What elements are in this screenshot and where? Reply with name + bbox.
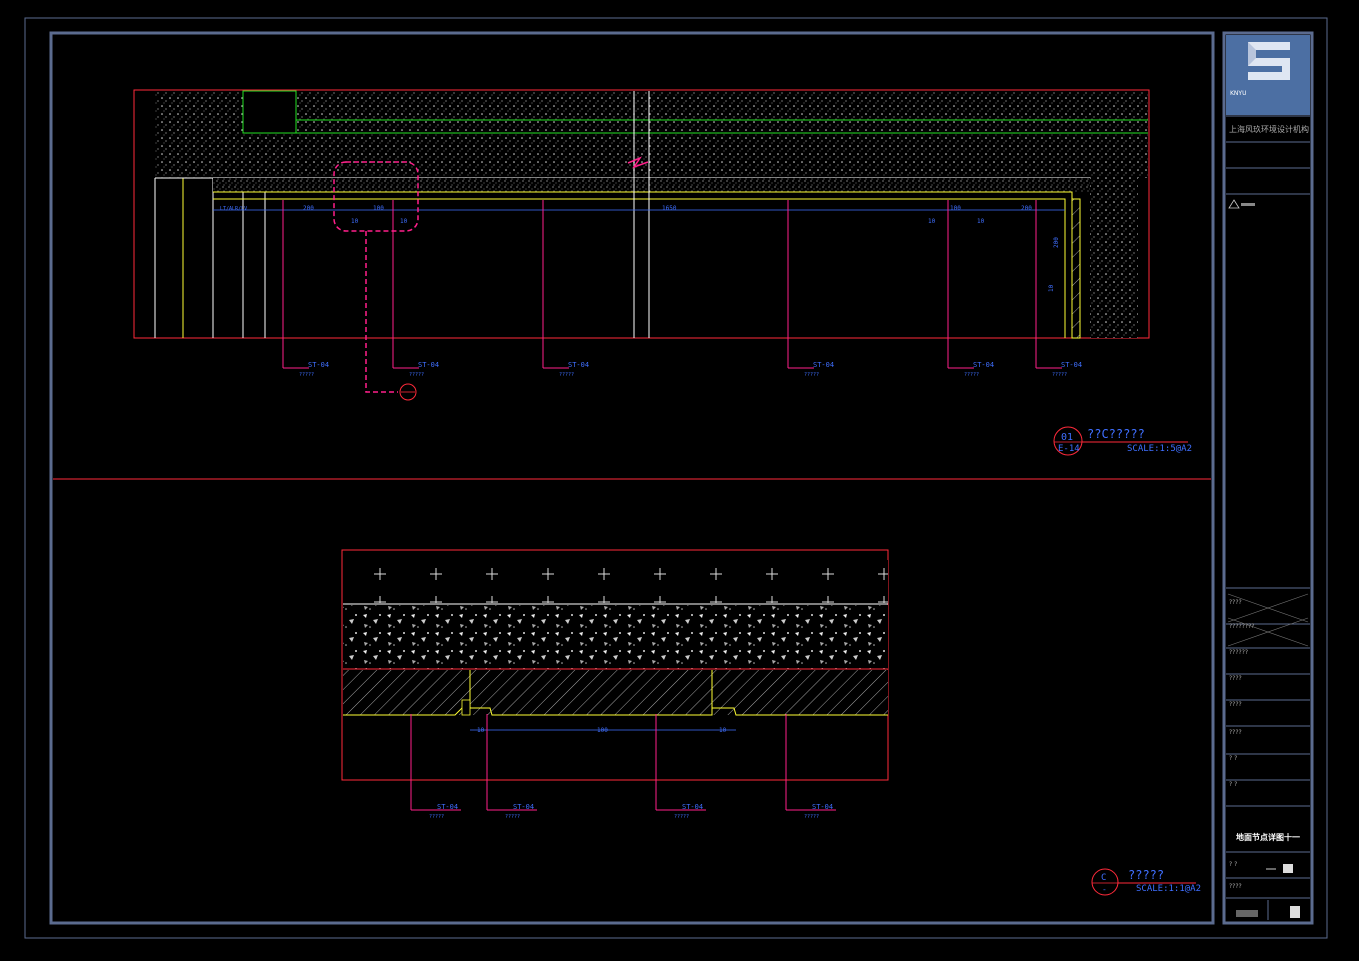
top-callout-sub: ????? bbox=[559, 372, 574, 378]
detail-top: LT/ALR/LV 10 100 10 1650 10 100 10 200 2… bbox=[133, 89, 1192, 456]
dim-10-c: 10 bbox=[928, 218, 936, 225]
top-badge-sheet: E-14 bbox=[1058, 444, 1080, 454]
company-name: 上海风玖环境设计机构 bbox=[1229, 124, 1309, 134]
top-callout-sub: ????? bbox=[804, 372, 819, 378]
bottom-callout-code: ST-04 bbox=[812, 803, 833, 811]
yellow-right-strip bbox=[1071, 198, 1081, 339]
bottom-callout-sub: ????? bbox=[674, 814, 689, 820]
bottom-title-badge bbox=[1091, 868, 1119, 896]
title-block-row-label: ?????? bbox=[1229, 649, 1248, 656]
bottom-dim-100: 100 bbox=[597, 727, 608, 734]
mortar-layer bbox=[213, 178, 1090, 192]
sheet-inner-frame bbox=[49, 31, 1215, 925]
dim-10-d: 10 bbox=[977, 218, 985, 225]
dim-200-vert: 200 bbox=[1053, 237, 1060, 248]
detail-callout-marker bbox=[399, 383, 417, 401]
detail-bottom: 10 100 10 ST-04?????ST-04?????ST-04?????… bbox=[341, 549, 1201, 896]
dim-10-a: 10 bbox=[351, 218, 359, 225]
top-callout-code: ST-04 bbox=[1061, 361, 1082, 369]
title-block-row-cross bbox=[1227, 593, 1309, 623]
top-callout-labels: ST-04????? ST-04????? ST-04????? ST-04?????… bbox=[299, 361, 1082, 378]
bottom-dim-10-a: 10 bbox=[477, 727, 485, 734]
title-block-row-label: ???? bbox=[1229, 599, 1242, 606]
title-block-row-label: ? ? bbox=[1229, 755, 1237, 762]
bottom-callout-labels: ST-04????? ST-04????? ST-04????? ST-04????? bbox=[429, 803, 833, 820]
bottom-badge-sheet: - bbox=[1102, 885, 1107, 894]
company-logo-icon bbox=[1248, 42, 1290, 80]
top-callout-code: ST-04 bbox=[418, 361, 439, 369]
dim-200-a: 200 bbox=[303, 205, 314, 212]
logo-text: KNYU bbox=[1230, 90, 1246, 97]
stone-hatch-layer bbox=[343, 670, 888, 715]
insulation-layer bbox=[343, 560, 888, 603]
dim-10-vert: 10 bbox=[1048, 284, 1055, 292]
bottom-badge-number: C bbox=[1101, 873, 1106, 883]
top-callout-sub: ????? bbox=[299, 372, 314, 378]
bottom-leaders bbox=[410, 714, 836, 811]
bottom-callout-code: ST-04 bbox=[437, 803, 458, 811]
title-block-row-label: ???? bbox=[1229, 701, 1242, 708]
top-callout-code: ST-04 bbox=[813, 361, 834, 369]
footer-page-box bbox=[1290, 906, 1300, 918]
groove-left bbox=[461, 699, 471, 716]
dim-100-b: 100 bbox=[950, 205, 961, 212]
bottom-callout-sub: ????? bbox=[505, 814, 520, 820]
revision-mark bbox=[1241, 203, 1255, 206]
title-block-row-label: ???? bbox=[1229, 729, 1242, 736]
sheet-outer-frame bbox=[24, 17, 1328, 939]
bottom-detail-scale: SCALE:1:1@A2 bbox=[1136, 884, 1201, 894]
top-callout-code: ST-04 bbox=[973, 361, 994, 369]
dim-200-b: 200 bbox=[1021, 205, 1032, 212]
concrete-fill-top bbox=[155, 91, 1148, 178]
bottom-dim-10-b: 10 bbox=[719, 727, 727, 734]
detail-callout-leader bbox=[365, 231, 398, 393]
top-callout-sub: ????? bbox=[409, 372, 424, 378]
yellow-stone-line bbox=[213, 191, 1073, 338]
top-callout-code: ST-04 bbox=[308, 361, 329, 369]
top-title-badge bbox=[1053, 426, 1083, 456]
title-block-row-label: ???????? bbox=[1229, 623, 1254, 630]
sheet-number-label: ? ? bbox=[1229, 861, 1237, 868]
dim-1650: 1650 bbox=[662, 205, 677, 212]
sheet-number-box bbox=[1283, 864, 1293, 873]
title-block: KNYU 上海风玖环境设计机构 ????????????????????????… bbox=[1222, 31, 1314, 925]
title-block-row-cross bbox=[1227, 617, 1309, 647]
title-block-frame bbox=[1222, 31, 1314, 925]
top-callout-code: ST-04 bbox=[568, 361, 589, 369]
top-badge-number: 01 bbox=[1061, 432, 1073, 443]
left-edge-label: LT/ALR/LV bbox=[220, 206, 247, 212]
break-symbol bbox=[627, 156, 649, 169]
top-callout-sub: ????? bbox=[964, 372, 979, 378]
dim-10-b: 10 bbox=[400, 218, 408, 225]
yellow-stone-line-2 bbox=[213, 198, 1066, 338]
revision-triangle-icon bbox=[1228, 199, 1240, 209]
bottom-callout-code: ST-04 bbox=[513, 803, 534, 811]
drawing-name: 地面节点详图十一 bbox=[1236, 832, 1300, 842]
title-block-row-label: ???? bbox=[1229, 675, 1242, 682]
concrete-layer bbox=[343, 605, 888, 669]
detail-callout-box bbox=[333, 161, 419, 232]
bottom-callout-code: ST-04 bbox=[682, 803, 703, 811]
top-callout-sub: ????? bbox=[1052, 372, 1067, 378]
bottom-detail-title: ????? bbox=[1128, 868, 1164, 882]
concrete-fill-right bbox=[1090, 178, 1138, 338]
bottom-callout-sub: ????? bbox=[804, 814, 819, 820]
title-block-rows: ?????????????????????????????? ? ? ? ? bbox=[1226, 593, 1310, 807]
title-block-row-label: ? ? bbox=[1229, 781, 1237, 788]
top-detail-scale: SCALE:1:5@A2 bbox=[1127, 444, 1192, 454]
top-detail-border bbox=[133, 89, 1150, 339]
dim-100-a: 100 bbox=[373, 205, 384, 212]
bottom-callout-sub: ????? bbox=[429, 814, 444, 820]
top-detail-title: ??C????? bbox=[1087, 427, 1145, 441]
footer-label: ???? bbox=[1229, 883, 1242, 890]
green-box bbox=[242, 90, 297, 134]
footer-stamp bbox=[1236, 910, 1258, 917]
top-leaders bbox=[282, 200, 1062, 369]
